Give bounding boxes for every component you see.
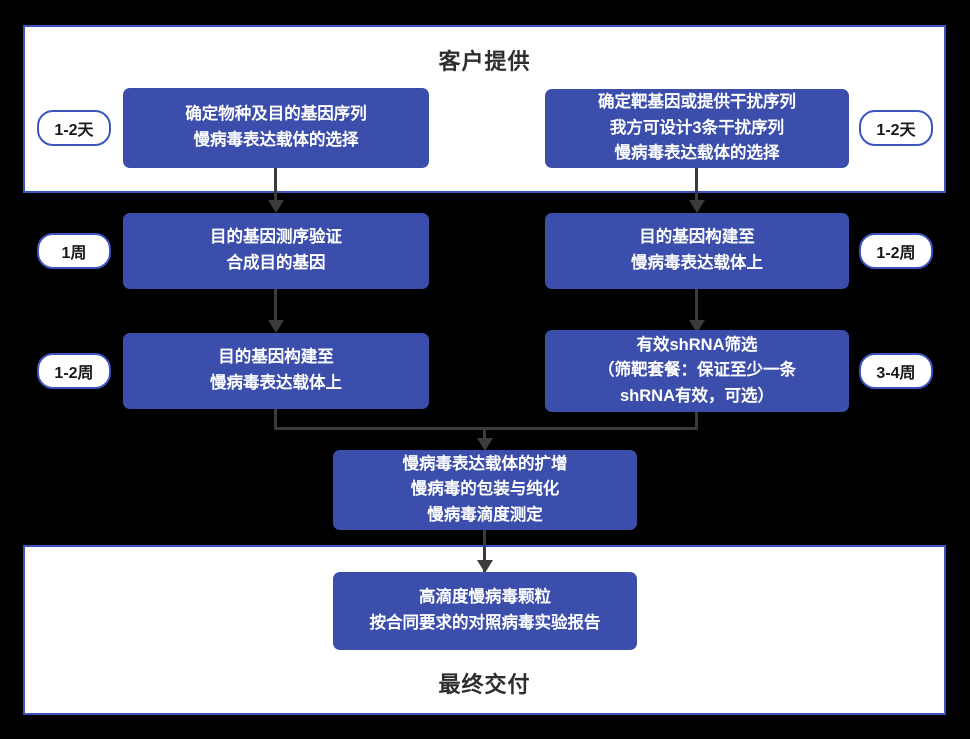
process-box-right-row2-line1: 目的基因构建至 [639, 228, 755, 247]
duration-pill-right-row3-label: 3-4周 [876, 365, 916, 382]
process-box-merge-line1: 慢病毒表达载体的扩增 [402, 454, 568, 473]
process-box-left-row3[interactable]: 目的基因构建至 慢病毒表达载体上 [123, 333, 429, 409]
arrowhead-left-r2-to-r3 [268, 320, 284, 333]
process-box-right-row1-line3: 慢病毒表达载体的选择 [614, 144, 780, 163]
process-box-right-row3-line3: shRNA有效，可选） [619, 386, 774, 405]
process-box-right-row3-line1: 有效shRNA筛选 [636, 335, 758, 354]
process-box-final-deliverable[interactable]: 高滴度慢病毒颗粒 按合同要求的对照病毒实验报告 [333, 572, 637, 650]
process-box-left-row2[interactable]: 目的基因测序验证 合成目的基因 [123, 213, 429, 289]
connector-right-r2-to-r3 [695, 288, 698, 328]
connector-right-r1-to-r2 [695, 168, 698, 208]
process-box-merge-line2: 慢病毒的包装与纯化 [410, 480, 560, 499]
arrowhead-right-r2-to-r3 [689, 320, 705, 333]
process-box-left-row1-line1: 确定物种及目的基因序列 [185, 105, 367, 124]
process-box-right-row1-line1: 确定靶基因或提供干扰序列 [598, 93, 796, 112]
connector-left-r3-to-bus [274, 408, 277, 430]
duration-pill-left-row3: 1-2周 [37, 353, 111, 389]
arrowhead-merge-to-final [477, 560, 493, 573]
duration-pill-left-row3-label: 1-2周 [54, 365, 94, 382]
process-box-left-row1-line2: 慢病毒表达载体的选择 [193, 131, 359, 149]
duration-pill-right-row3: 3-4周 [859, 353, 933, 389]
panel-title-customer-provides: 客户提供 [438, 49, 531, 74]
process-box-merge[interactable]: 慢病毒表达载体的扩增 慢病毒的包装与纯化 慢病毒滴度测定 [333, 450, 637, 530]
connector-left-r2-to-r3 [274, 288, 277, 328]
connector-bus-to-merge-box [483, 427, 486, 447]
process-box-right-row3[interactable]: 有效shRNA筛选 （筛靶套餐：保证至少一条 shRNA有效，可选） [545, 330, 849, 412]
connector-merge-bus [274, 427, 698, 430]
process-box-right-row2[interactable]: 目的基因构建至 慢病毒表达载体上 [545, 213, 849, 289]
process-box-left-row3-line1: 目的基因构建至 [218, 348, 334, 367]
duration-pill-right-row1-label: 1-2天 [876, 122, 916, 139]
process-box-left-row2-line2: 合成目的基因 [226, 254, 326, 272]
process-box-merge-line3: 慢病毒滴度测定 [427, 505, 543, 524]
connector-left-r1-to-r2 [274, 168, 277, 208]
connector-merge-to-final [483, 530, 486, 574]
process-box-right-row3-line2: （筛靶套餐：保证至少一条 [598, 361, 796, 380]
duration-pill-left-row2-label: 1周 [61, 245, 87, 262]
arrowhead-right-r1-to-r2 [689, 200, 705, 213]
duration-pill-left-row1-label: 1-2天 [54, 122, 94, 139]
duration-pill-left-row1: 1-2天 [37, 110, 111, 146]
duration-pill-right-row1: 1-2天 [859, 110, 933, 146]
duration-pill-left-row2: 1周 [37, 233, 111, 269]
process-box-right-row2-line2: 慢病毒表达载体上 [631, 254, 763, 272]
connector-right-r3-to-bus [695, 408, 698, 430]
arrowhead-left-r1-to-r2 [268, 200, 284, 213]
process-box-final-line1: 高滴度慢病毒颗粒 [419, 588, 551, 607]
process-box-right-row1[interactable]: 确定靶基因或提供干扰序列 我方可设计3条干扰序列 慢病毒表达载体的选择 [545, 89, 849, 168]
panel-title-final-delivery: 最终交付 [438, 672, 531, 697]
process-box-final-line2: 按合同要求的对照病毒实验报告 [369, 614, 601, 632]
arrowhead-bus-to-merge-box [477, 438, 493, 451]
process-box-left-row2-line1: 目的基因测序验证 [210, 228, 342, 247]
process-box-right-row1-line2: 我方可设计3条干扰序列 [609, 118, 785, 137]
process-box-left-row1[interactable]: 确定物种及目的基因序列 慢病毒表达载体的选择 [123, 88, 429, 168]
duration-pill-right-row2: 1-2周 [859, 233, 933, 269]
duration-pill-right-row2-label: 1-2周 [876, 245, 916, 262]
process-box-left-row3-line2: 慢病毒表达载体上 [210, 374, 342, 392]
